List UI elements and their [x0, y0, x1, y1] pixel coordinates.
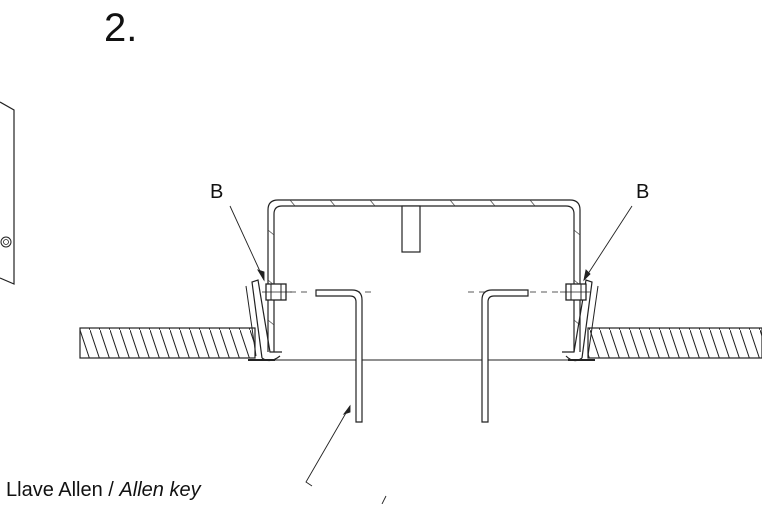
allen-key-label-en: Allen key	[118, 479, 201, 501]
allen-key-left	[315, 289, 363, 423]
spring-clip-right	[560, 279, 599, 362]
allen-key-right	[481, 289, 529, 423]
ceiling-slab-left	[79, 327, 256, 359]
callout-b-left: B	[210, 181, 223, 203]
step-number: 2.	[104, 6, 138, 50]
allen-key-label-es: Llave Allen /	[6, 479, 119, 501]
leader-lines	[229, 205, 633, 505]
ceiling-slab-right	[587, 327, 762, 359]
allen-key-label: Llave Allen / Allen key	[6, 479, 202, 501]
recessed-housing	[267, 199, 581, 352]
spring-clip-left	[245, 279, 292, 362]
center-connector	[401, 205, 421, 253]
side-panel-fragment	[0, 101, 15, 285]
callout-b-right: B	[636, 181, 649, 203]
